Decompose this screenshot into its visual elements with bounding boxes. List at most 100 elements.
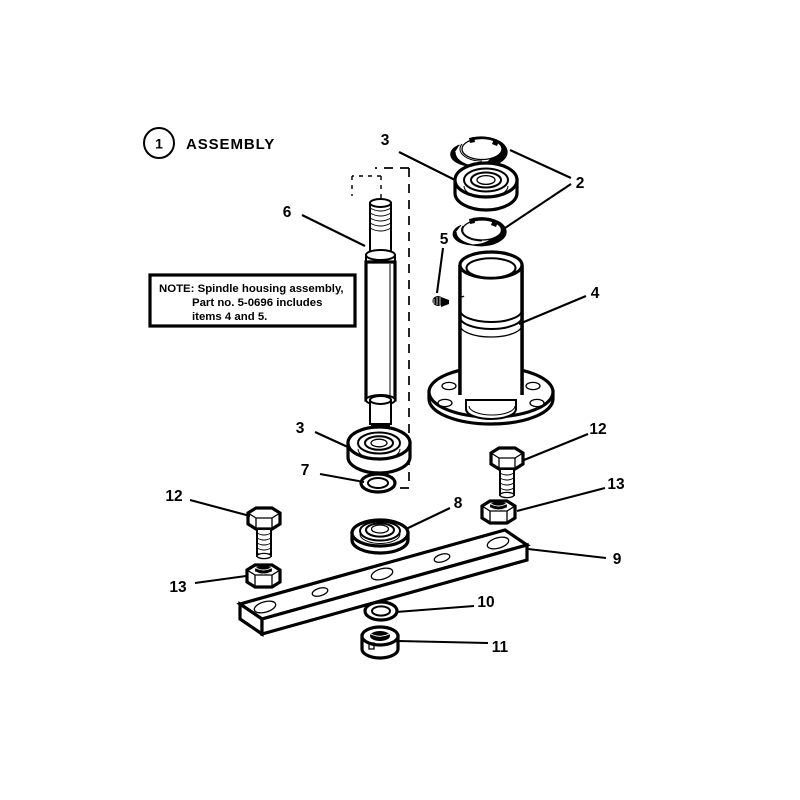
bearing-top-race-outer bbox=[463, 167, 509, 193]
hex-bolt-right-head-facets bbox=[490, 452, 524, 459]
leader-6 bbox=[301, 214, 366, 247]
washer-10-bore bbox=[371, 605, 391, 617]
leader-13-right bbox=[516, 486, 606, 513]
support-bar-hole-5 bbox=[486, 536, 510, 550]
flange-hole-1 bbox=[441, 381, 457, 391]
retaining-ring-bottom-lug-right bbox=[491, 220, 498, 227]
balloon-circle bbox=[143, 127, 175, 159]
part-washer-10 bbox=[363, 600, 399, 622]
hex-nut-right-facets bbox=[481, 505, 516, 512]
hex-bolt-left-shank bbox=[256, 528, 272, 557]
hex-bolt-right-tip bbox=[499, 491, 515, 499]
bearing-bottom-race-outer bbox=[357, 431, 401, 455]
callout-10: 10 bbox=[477, 594, 494, 611]
balloon-number: 1 bbox=[155, 136, 163, 152]
callout-3-bottom: 3 bbox=[296, 420, 305, 437]
retaining-ring-top-bore bbox=[461, 137, 503, 161]
housing-lower-hub bbox=[465, 399, 517, 420]
shaft-journal-top bbox=[369, 395, 392, 405]
shaft-shoulder-top bbox=[365, 249, 396, 261]
bearing-seat-shade bbox=[359, 533, 401, 544]
callout-3-top: 3 bbox=[381, 132, 390, 149]
leader-12-left bbox=[189, 498, 251, 518]
part-hex-nut-right bbox=[480, 499, 517, 525]
callout-9: 9 bbox=[613, 551, 622, 568]
washer-7-bore bbox=[367, 477, 389, 489]
retaining-ring-top-lug-right bbox=[492, 139, 499, 146]
bearing-bottom-bore bbox=[370, 438, 388, 448]
housing-collar-line-1 bbox=[459, 309, 523, 323]
hex-nut-left-facets bbox=[246, 569, 281, 576]
hex-nut-left-bore-threads bbox=[255, 567, 272, 575]
leader-12-right bbox=[523, 433, 589, 461]
bearing-seat-step-1 bbox=[359, 520, 401, 542]
note-box-border bbox=[148, 273, 357, 328]
hex-bolt-right-shank bbox=[499, 468, 515, 496]
support-bar-hole-3 bbox=[370, 567, 394, 581]
part-support-bar bbox=[236, 528, 531, 638]
callout-6: 6 bbox=[283, 204, 292, 221]
part-bearing-seat-8 bbox=[350, 518, 410, 555]
lock-nut-bore-thread bbox=[370, 633, 390, 637]
note-line-2: Part no. 5-0696 includes bbox=[192, 297, 322, 309]
housing-collar-line-3 bbox=[459, 324, 523, 338]
housing-lower-hub-edge bbox=[468, 405, 516, 416]
leader-8 bbox=[405, 507, 451, 530]
flange-hole-4 bbox=[529, 398, 545, 408]
flange-hole-3 bbox=[437, 398, 453, 408]
bearing-top-bore bbox=[476, 174, 496, 186]
hex-nut-right-bore-threads bbox=[490, 503, 507, 511]
part-hex-bolt-left bbox=[246, 506, 282, 560]
note-line-1: NOTE: Spindle housing assembly, bbox=[159, 283, 344, 295]
title-block: 1 ASSEMBLY bbox=[143, 127, 275, 159]
hex-nut-left-edges bbox=[254, 575, 273, 587]
hex-bolt-left-head-facets bbox=[247, 512, 281, 519]
grease-fitting-head bbox=[432, 296, 444, 306]
leader-lines bbox=[189, 149, 607, 645]
page-title: ASSEMBLY bbox=[186, 136, 275, 153]
part-bearing-bottom bbox=[346, 425, 412, 475]
callout-13-left: 13 bbox=[169, 579, 187, 596]
shaft-top-face bbox=[369, 198, 392, 208]
callout-12-left: 12 bbox=[165, 488, 182, 505]
note-box: NOTE: Spindle housing assembly, Part no.… bbox=[148, 273, 357, 328]
leader-4 bbox=[518, 295, 587, 325]
part-washer-7 bbox=[359, 472, 397, 494]
grease-fitting-knurl bbox=[433, 297, 441, 305]
hex-bolt-left-tip bbox=[256, 552, 272, 560]
callout-12-right: 12 bbox=[589, 421, 606, 438]
hex-nut-right-edges bbox=[489, 511, 508, 523]
part-spindle-shaft bbox=[364, 198, 397, 440]
leader-9 bbox=[527, 547, 607, 560]
leader-13-left bbox=[194, 574, 247, 585]
part-spindle-housing bbox=[427, 250, 555, 426]
callout-labels: 3 2 6 5 4 3 12 7 13 12 8 9 13 10 11 bbox=[165, 132, 625, 656]
callout-11: 11 bbox=[492, 639, 509, 656]
support-bar-front-face bbox=[260, 542, 529, 637]
leader-11 bbox=[397, 639, 489, 645]
leader-10 bbox=[395, 604, 475, 614]
bearing-bottom-race-inner bbox=[364, 435, 394, 451]
part-grease-fitting bbox=[432, 296, 449, 307]
leader-2-lower bbox=[504, 183, 572, 229]
bearing-top-shade bbox=[463, 185, 509, 198]
part-bearing-top bbox=[453, 161, 519, 212]
retaining-ring-bottom-inner-edge bbox=[461, 225, 483, 242]
grease-fitting-body bbox=[441, 297, 449, 307]
callout-2: 2 bbox=[576, 175, 585, 192]
support-bar-hole-4 bbox=[433, 553, 451, 563]
retaining-ring-bottom-lug-left bbox=[469, 218, 475, 224]
retaining-ring-top-inner-edge bbox=[459, 143, 483, 162]
housing-grease-boss bbox=[459, 295, 465, 298]
shaft-upper-threads bbox=[369, 207, 392, 232]
callout-13-right: 13 bbox=[607, 476, 625, 493]
bearing-bottom-shade bbox=[357, 448, 401, 460]
bearing-top-race-inner bbox=[470, 171, 502, 189]
leader-2-upper bbox=[509, 149, 572, 179]
callout-5: 5 bbox=[440, 231, 449, 248]
leader-3-top bbox=[398, 151, 456, 181]
part-hex-nut-left bbox=[245, 563, 282, 589]
flange-hole-2 bbox=[525, 381, 541, 391]
hex-bolt-right-threads bbox=[499, 472, 515, 496]
